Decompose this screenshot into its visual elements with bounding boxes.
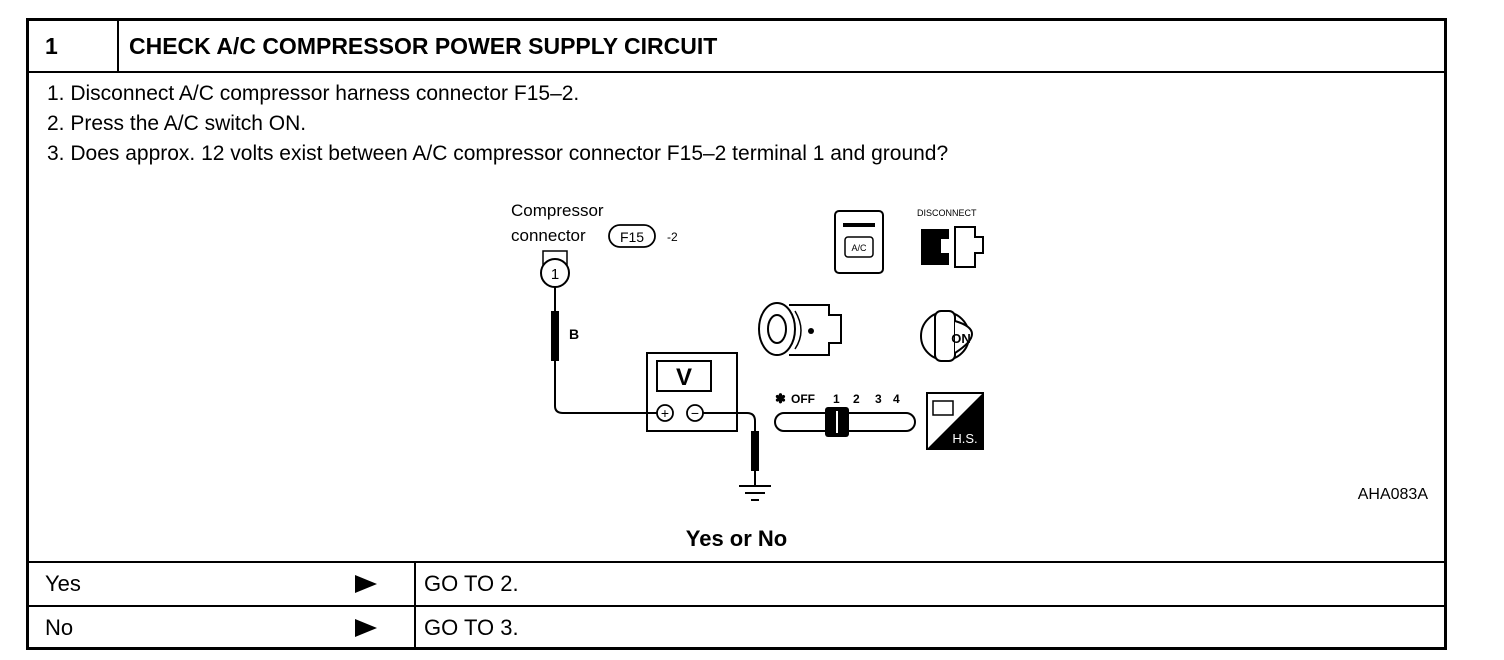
step-title: CHECK A/C COMPRESSOR POWER SUPPLY CIRCUI… [129, 33, 718, 59]
procedure-table: 1 CHECK A/C COMPRESSOR POWER SUPPLY CIRC… [26, 18, 1447, 650]
circuit-diagram: Compressor connector F15 -2 1 B V + − [511, 201, 984, 501]
heat-switch-icon [926, 392, 984, 450]
connector-label-line1: Compressor [511, 201, 604, 220]
terminal-number: 1 [551, 266, 559, 283]
probe-negative [751, 431, 759, 471]
disconnect-connector-icon [921, 226, 984, 268]
answer-row-yes: Yes GO TO 2. [29, 561, 1444, 605]
voltmeter-symbol: V [676, 364, 692, 391]
fan-label-1: 1 [833, 392, 840, 406]
arrow-right-icon [355, 619, 377, 637]
ground-icon [739, 485, 771, 501]
answer-row-no: No GO TO 3. [29, 605, 1444, 649]
fan-speed-icon: ✽ [775, 391, 786, 406]
meter-positive-symbol: + [661, 405, 669, 421]
connector-code: F15 [620, 229, 644, 245]
connector-label-line2: connector [511, 226, 586, 245]
fan-label-3: 3 [875, 392, 882, 406]
ac-button-label: A/C [851, 243, 867, 253]
ac-switch-icon [834, 210, 884, 274]
instruction-list: 1. Disconnect A/C compressor harness con… [47, 79, 948, 169]
yes-no-question: Yes or No [685, 526, 788, 551]
action-no: GO TO 3. [424, 615, 519, 640]
answer-no: No [45, 615, 74, 640]
fan-label-4: 4 [893, 392, 900, 406]
figure-code: AHA083A [1357, 486, 1428, 503]
disconnect-label: DISCONNECT [917, 208, 977, 218]
ignition-key-icon [920, 310, 973, 362]
wire-color-label: B [569, 326, 579, 342]
meter-negative-symbol: − [691, 405, 699, 421]
compressor-icon [758, 302, 842, 356]
instruction-step-2: 2. Press the A/C switch ON. [47, 112, 307, 135]
svg-text:✽: ✽ [775, 391, 786, 406]
step-header: 1 CHECK A/C COMPRESSOR POWER SUPPLY CIRC… [29, 21, 1444, 73]
step-number: 1 [29, 21, 119, 71]
action-yes: GO TO 2. [424, 571, 519, 596]
answer-yes: Yes [45, 571, 81, 596]
arrow-right-icon [355, 575, 377, 593]
fan-slider-icon [774, 407, 916, 437]
instruction-step-1: 1. Disconnect A/C compressor harness con… [47, 82, 580, 105]
ignition-on-label: ON [951, 331, 971, 346]
connector-code-badge [608, 224, 656, 248]
fan-label-2: 2 [853, 392, 860, 406]
hs-label: H.S. [952, 431, 977, 446]
connector-suffix: -2 [667, 230, 678, 244]
voltmeter-icon [646, 352, 738, 432]
instruction-step-3: 3. Does approx. 12 volts exist between A… [47, 142, 949, 165]
fan-label-off: OFF [791, 392, 815, 406]
probe-positive [551, 311, 559, 361]
